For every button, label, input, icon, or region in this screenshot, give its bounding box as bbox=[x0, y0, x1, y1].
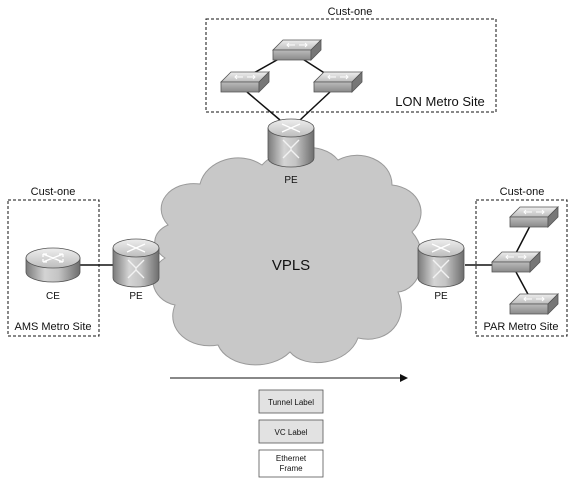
switch-icon bbox=[491, 251, 541, 273]
switch-icon bbox=[313, 71, 363, 93]
switch-icon bbox=[509, 293, 559, 315]
switch-icon bbox=[272, 39, 322, 61]
link-lon-left-pe bbox=[246, 91, 281, 121]
router-icon bbox=[25, 247, 81, 283]
ams-customer-label: Cust-one bbox=[31, 186, 76, 198]
vc-label-box bbox=[258, 419, 324, 444]
ethernet-frame-box bbox=[258, 449, 324, 478]
ams-site-box bbox=[7, 199, 100, 337]
vpls-cloud bbox=[152, 146, 423, 366]
tunnel-label-box bbox=[258, 389, 324, 414]
pe-router-icon bbox=[417, 238, 465, 288]
ce-label: CE bbox=[46, 291, 60, 302]
par-customer-label: Cust-one bbox=[500, 186, 545, 198]
pe-top-label: PE bbox=[284, 175, 298, 186]
tunnel-label-text: Tunnel Label bbox=[268, 398, 314, 407]
switch-icon bbox=[509, 206, 559, 228]
pe-left-label: PE bbox=[129, 291, 143, 302]
ams-site-name: AMS Metro Site bbox=[14, 321, 91, 333]
switch-icon bbox=[220, 71, 270, 93]
par-site-box bbox=[475, 199, 568, 337]
par-site-name: PAR Metro Site bbox=[484, 321, 559, 333]
ethernet-frame-text-2: Frame bbox=[279, 464, 303, 473]
lon-site-name: LON Metro Site bbox=[395, 94, 485, 109]
pe-right-label: PE bbox=[434, 291, 448, 302]
link-lon-right-pe bbox=[299, 91, 331, 121]
link-par-switch-top bbox=[515, 225, 531, 254]
pe-router-icon bbox=[267, 118, 315, 168]
vc-label-text: VC Label bbox=[275, 428, 308, 437]
ethernet-frame-text-1: Ethernet bbox=[276, 454, 307, 463]
vpls-label: VPLS bbox=[272, 257, 310, 274]
lon-site-box bbox=[205, 18, 497, 113]
label-stack: Tunnel Label VC Label Ethernet Frame bbox=[258, 389, 324, 478]
links bbox=[80, 55, 531, 299]
pe-router-icon bbox=[112, 238, 160, 288]
lon-customer-label: Cust-one bbox=[328, 6, 373, 18]
